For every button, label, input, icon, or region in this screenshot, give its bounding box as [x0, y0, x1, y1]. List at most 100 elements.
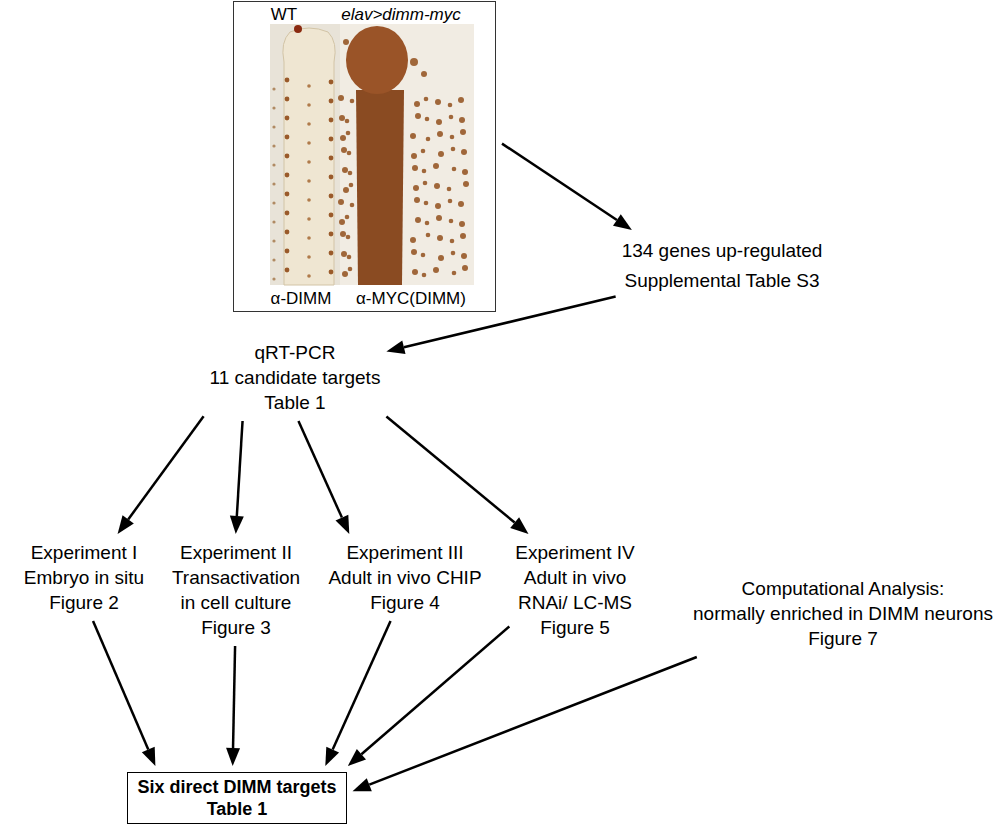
wt-dot — [329, 137, 334, 142]
arrow-head — [142, 747, 156, 766]
myc-dot — [458, 201, 464, 207]
wt-dot — [329, 251, 334, 256]
node-label: Figure 3 — [166, 615, 306, 640]
wt-dot — [329, 80, 334, 85]
node-label: Six direct DIMM targets — [137, 776, 336, 798]
myc-dot — [461, 253, 467, 259]
wt-dot — [272, 220, 275, 223]
node-label: Adult in vivo CHIP — [328, 565, 481, 590]
wt-dot — [272, 239, 275, 242]
myc-dot — [348, 267, 353, 272]
wt-dot — [307, 217, 311, 221]
wt-dot — [272, 106, 275, 109]
wt-dot — [272, 163, 275, 166]
arrow-line — [386, 417, 514, 523]
myc-dot — [447, 187, 452, 192]
myc-dot — [350, 99, 355, 104]
myc-dot — [422, 273, 427, 278]
arrow-line — [502, 144, 617, 220]
wt-dot — [307, 255, 311, 259]
wt-dot — [272, 87, 275, 90]
text-node: Experiment IVAdult in vivoRNAi/ LC-MSFig… — [515, 540, 634, 640]
wt-dot — [307, 160, 311, 164]
myc-dot — [339, 219, 345, 225]
myc-dot — [433, 267, 439, 273]
node-label: Supplemental Table S3 — [622, 266, 823, 296]
node-label: normally enriched in DIMM neurons — [693, 601, 993, 626]
node-label: Computational Analysis: — [693, 576, 993, 601]
node-label: Experiment II — [166, 540, 306, 565]
arrow-line — [237, 421, 243, 516]
myc-dot — [422, 169, 427, 174]
result-box: Six direct DIMM targetsTable 1 — [127, 772, 346, 824]
myc-dot — [451, 147, 456, 152]
arrow-head — [386, 340, 405, 354]
arrow-line — [369, 657, 697, 785]
myc-dot — [448, 199, 453, 204]
myc-dot — [426, 137, 431, 142]
myc-dot — [347, 255, 352, 260]
wt-dot — [285, 154, 290, 159]
arrow-connector — [93, 621, 155, 766]
myc-dot — [346, 131, 351, 136]
wt-dot — [272, 144, 275, 147]
myc-dot — [415, 217, 421, 223]
wt-dot — [272, 201, 275, 204]
myc-dot — [424, 97, 429, 102]
wt-dot — [329, 175, 334, 180]
myc-dot — [339, 115, 345, 121]
arrow-connector — [298, 421, 349, 534]
myc-dot — [424, 201, 429, 206]
node-label: Figure 5 — [515, 615, 634, 640]
myc-dot — [461, 149, 467, 155]
wt-dot — [285, 78, 290, 83]
arrow-line — [361, 626, 509, 754]
arrow-connector — [118, 416, 204, 534]
wt-dot — [272, 277, 275, 280]
node-label: Experiment I — [24, 540, 144, 565]
myc-dot — [347, 151, 352, 156]
myc-dot — [350, 203, 355, 208]
myc-dot — [460, 129, 466, 135]
myc-dot — [412, 269, 418, 275]
wt-dot — [272, 125, 275, 128]
myc-dot — [434, 183, 440, 189]
myc-dot — [413, 185, 419, 191]
wt-dot — [329, 213, 334, 218]
myc-dot — [450, 135, 455, 140]
arrow-connector — [386, 417, 528, 534]
node-label: Transactivation in cell culture — [166, 565, 306, 615]
node-label: Embryo in situ — [24, 565, 144, 590]
myc-dot — [421, 253, 426, 258]
myc-dot — [414, 101, 420, 107]
panel-label: α-DIMM — [271, 289, 332, 309]
myc-dot — [342, 167, 348, 173]
myc-dot — [436, 119, 442, 125]
myc-dot — [414, 197, 420, 203]
myc-dot — [345, 119, 350, 124]
myc-dot — [411, 153, 417, 159]
node-label: Figure 7 — [693, 626, 993, 651]
node-label: Table 1 — [210, 390, 381, 415]
myc-dot — [412, 165, 418, 171]
arrow-connector — [353, 657, 697, 791]
myc-dot — [437, 131, 443, 137]
embryo-illustration — [234, 2, 495, 311]
myc-dot — [452, 167, 457, 172]
wt-dot — [285, 230, 290, 235]
myc-dot — [448, 103, 453, 108]
wt-dot — [285, 173, 290, 178]
myc-dot — [425, 221, 430, 226]
arrow-line — [93, 621, 148, 749]
node-label: Figure 4 — [328, 590, 481, 615]
myc-dot — [343, 39, 349, 45]
myc-dot — [415, 113, 421, 119]
wt-dot — [285, 211, 290, 216]
myc-dot — [343, 187, 349, 193]
myc-dot — [438, 151, 444, 157]
wt-dot — [329, 232, 334, 237]
myc-dot — [342, 271, 348, 277]
arrow-head — [118, 515, 134, 534]
